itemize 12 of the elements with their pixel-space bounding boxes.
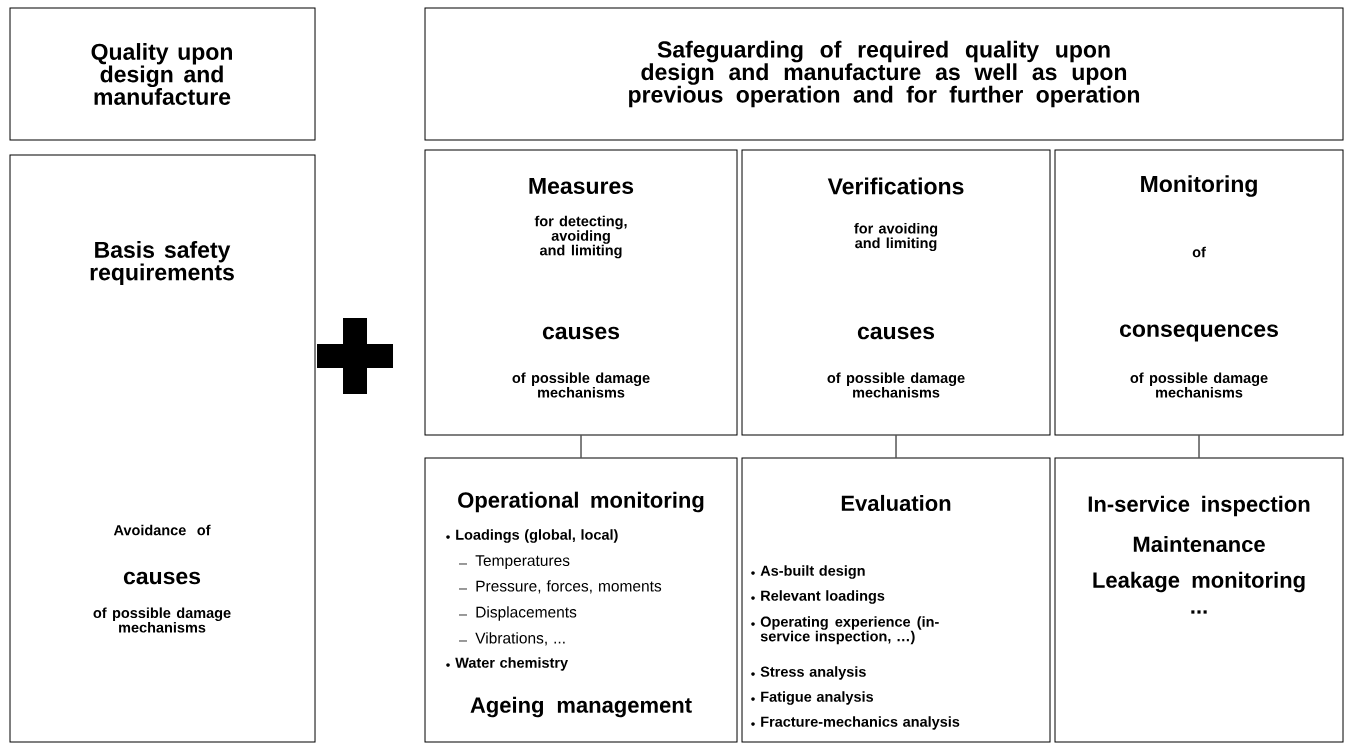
text-box: Measures for detecting, avoiding and limiting causes of possible damage mechanisms (424, 149, 738, 436)
connector-line (580, 435, 582, 458)
connector-line (895, 435, 897, 458)
text-box: In-service inspection Maintenance Leakage monitoring ... (1054, 457, 1344, 743)
text-box: Operational monitoring Loadings (global, local) Temperatures Pressure, forces, moments Displacements Vibrations, ... Water chemistry Ageing management (424, 457, 738, 743)
text-box: Verifications for avoiding and limiting causes of possible damage mechanisms (741, 149, 1051, 436)
text-box: Safeguarding of required quality upon design and manufacture as well as upon previous operation and for further operation (424, 7, 1344, 141)
text-box: Monitoring of consequences of possible damage mechanisms (1054, 149, 1344, 436)
text-box: Quality upon design and manufacture (9, 7, 316, 141)
text-box: Evaluation As-built design Relevant loadings Operating experience (in-service inspection, …) Stress analysis Fatigue analysis Fracture-mechanics analysis (741, 457, 1051, 743)
text-box: Basis safety requirements Avoidance of causes of possible damage mechanisms (9, 154, 316, 743)
connector-line (1198, 435, 1200, 458)
